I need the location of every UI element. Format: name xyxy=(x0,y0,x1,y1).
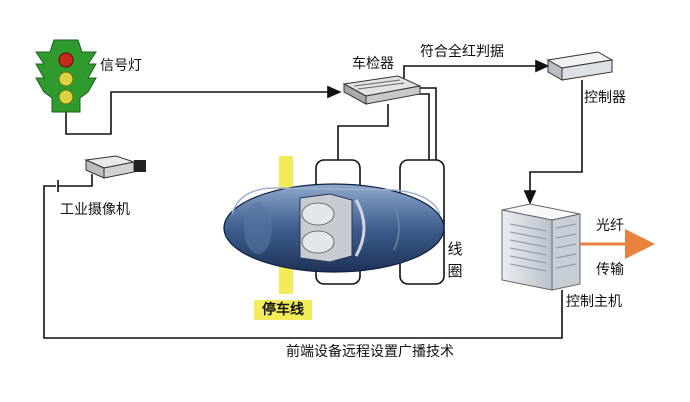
diagram-caption: 前端设备远程设置广播技术 xyxy=(286,344,454,360)
red-light-decision-label: 符合全红判据 xyxy=(420,44,504,60)
line-controller-to-host xyxy=(523,80,583,205)
control-host-server-icon xyxy=(501,203,581,291)
traffic-light-label: 信号灯 xyxy=(100,58,142,74)
line-detector-to-loop-c xyxy=(416,93,430,160)
line-detector-to-loop-b xyxy=(416,87,437,160)
control-host-label: 控制主机 xyxy=(566,294,622,310)
controller-label: 控制器 xyxy=(584,90,626,106)
line-broadcast-loop xyxy=(43,185,563,339)
vehicle-detector-label: 车检器 xyxy=(352,56,394,72)
industrial-camera-label: 工业摄像机 xyxy=(60,202,130,218)
stop-line-label: 停车线 xyxy=(254,300,312,320)
line-light-to-detector xyxy=(65,85,342,135)
industrial-camera-icon xyxy=(84,155,146,179)
vehicle-detector-icon xyxy=(342,75,422,105)
line-detector-to-loop-a xyxy=(337,104,389,160)
line-detector-to-controller xyxy=(403,59,550,80)
fiber-label: 光纤 xyxy=(596,218,624,234)
controller-icon xyxy=(546,51,614,81)
camera-mount xyxy=(57,174,93,192)
car-icon xyxy=(223,183,445,273)
traffic-light-icon xyxy=(35,39,97,113)
transmission-label: 传输 xyxy=(596,262,624,278)
loop-label: 线圈 xyxy=(447,240,463,280)
